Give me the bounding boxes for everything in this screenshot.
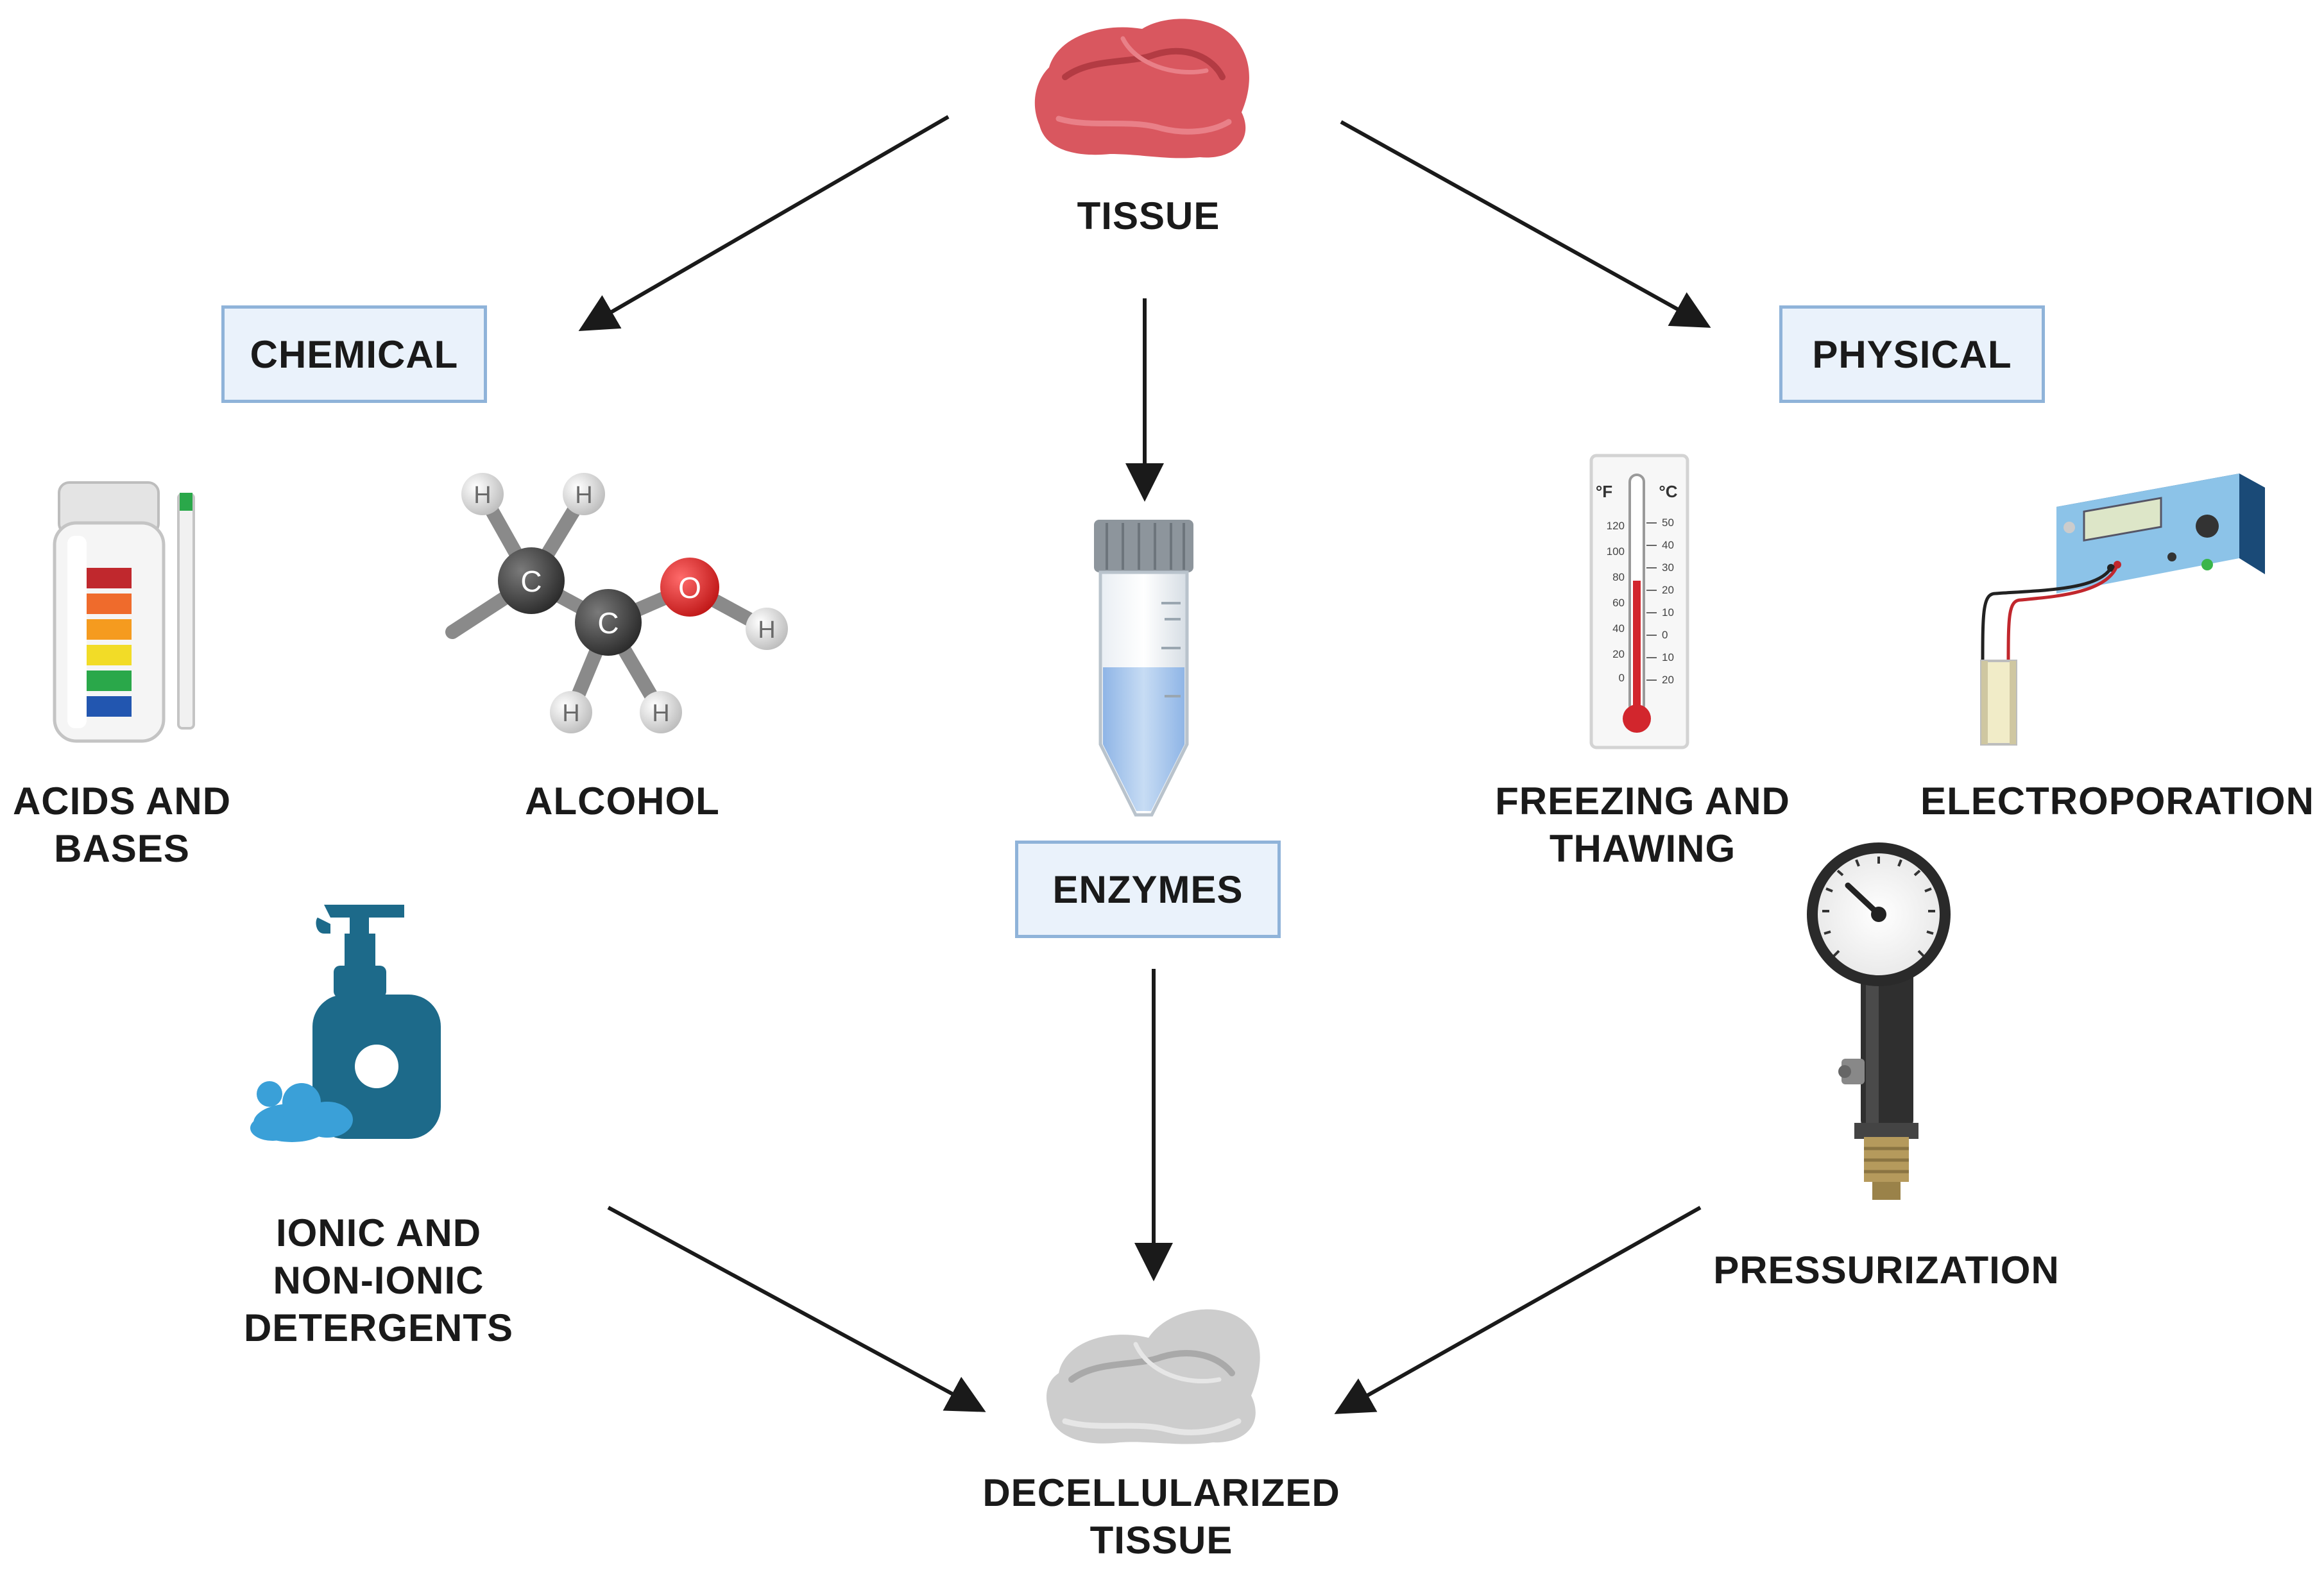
physical-box: PHYSICAL (1779, 305, 2045, 403)
pressurization-label: PRESSURIZATION (1694, 1247, 2079, 1294)
c-tick-label: 10 (1662, 651, 1674, 663)
electroporation-label-text: ELECTROPORATION (1920, 780, 2314, 823)
detergents-label-line3: DETERGENTS (243, 1306, 514, 1349)
tissue-label: TISSUE (1020, 192, 1277, 240)
freezing-label-line1: FREEZING AND (1495, 780, 1790, 823)
ethanol-molecule-icon: H H H H H C C O (445, 473, 788, 733)
acids-label-line2: BASES (54, 827, 190, 870)
f-tick-label: 120 (1607, 520, 1625, 532)
f-tick-label: 20 (1612, 648, 1625, 660)
pressure-gauge-icon (1807, 842, 1951, 1200)
enzymes-label: ENZYMES (1052, 867, 1243, 911)
c-tick-label: 20 (1662, 674, 1674, 686)
decellularized-label-line1: DECELLULARIZED (982, 1471, 1340, 1514)
arrow-pressurization-to-decellularized (1334, 1206, 1702, 1414)
f-tick-label: 0 (1619, 672, 1625, 684)
c-tick-label: 50 (1662, 517, 1674, 529)
arrow-tissue-to-chemical (578, 115, 950, 332)
alcohol-label-text: ALCOHOL (525, 780, 720, 823)
atom-c-label: C (520, 565, 542, 598)
c-tick-label: 10 (1662, 606, 1674, 619)
atom-h-label: H (652, 700, 669, 727)
atom-h-label: H (474, 482, 491, 509)
fahrenheit-unit-label: °F (1596, 482, 1612, 501)
atom-h-label: H (758, 617, 775, 644)
acids-label-line1: ACIDS AND (12, 780, 232, 823)
chemical-label: CHEMICAL (250, 332, 459, 376)
f-tick-label: 60 (1612, 597, 1625, 609)
celsius-unit-label: °C (1659, 482, 1677, 501)
decellularized-tissue-icon (1046, 1309, 1260, 1444)
chemical-box: CHEMICAL (221, 305, 487, 403)
detergents-label-line2: NON-IONIC (273, 1259, 484, 1302)
atom-h-label: H (575, 482, 592, 509)
detergents-label: IONIC AND NON-IONIC DETERGENTS (218, 1209, 539, 1352)
pressurization-label-text: PRESSURIZATION (1713, 1249, 2060, 1292)
arrows (578, 115, 1711, 1414)
atom-h-label: H (562, 700, 579, 727)
c-tick-label: 0 (1662, 629, 1668, 641)
arrow-detergents-to-decellularized (607, 1206, 986, 1412)
arrow-tissue-to-physical (1340, 120, 1711, 328)
f-tick-label: 80 (1612, 571, 1625, 583)
c-tick-label: 30 (1662, 561, 1674, 574)
freezing-and-thawing-label: FREEZING AND THAWING (1476, 778, 1809, 873)
acids-and-bases-label: ACIDS AND BASES (0, 778, 244, 873)
decellularized-label-line2: TISSUE (1089, 1519, 1233, 1562)
ph-test-strips-icon (53, 481, 195, 743)
electroporator-icon (1980, 474, 2265, 746)
alcohol-label: ALCOHOL (494, 778, 751, 825)
tissue-icon (1034, 19, 1249, 158)
f-tick-label: 40 (1612, 622, 1625, 635)
atom-c-label: C (597, 606, 619, 640)
electroporation-label: ELECTROPORATION (1918, 778, 2316, 825)
decellularized-tissue-label: DECELLULARIZED TISSUE (962, 1469, 1360, 1564)
freezing-label-line2: THAWING (1549, 827, 1736, 870)
enzymes-box: ENZYMES (1015, 841, 1281, 938)
c-tick-label: 20 (1662, 584, 1674, 596)
tissue-label-text: TISSUE (1077, 194, 1220, 237)
soap-dispenser-icon (250, 905, 441, 1142)
physical-label: PHYSICAL (1812, 332, 2012, 376)
centrifuge-tube-icon (1094, 520, 1193, 817)
thermometer-icon: °F °C 120 100 80 60 40 20 0 50 40 30 20 … (1589, 454, 1689, 749)
c-tick-label: 40 (1662, 539, 1674, 551)
detergents-label-line1: IONIC AND (275, 1211, 482, 1254)
atom-o-label: O (678, 571, 701, 604)
f-tick-label: 100 (1607, 545, 1625, 558)
